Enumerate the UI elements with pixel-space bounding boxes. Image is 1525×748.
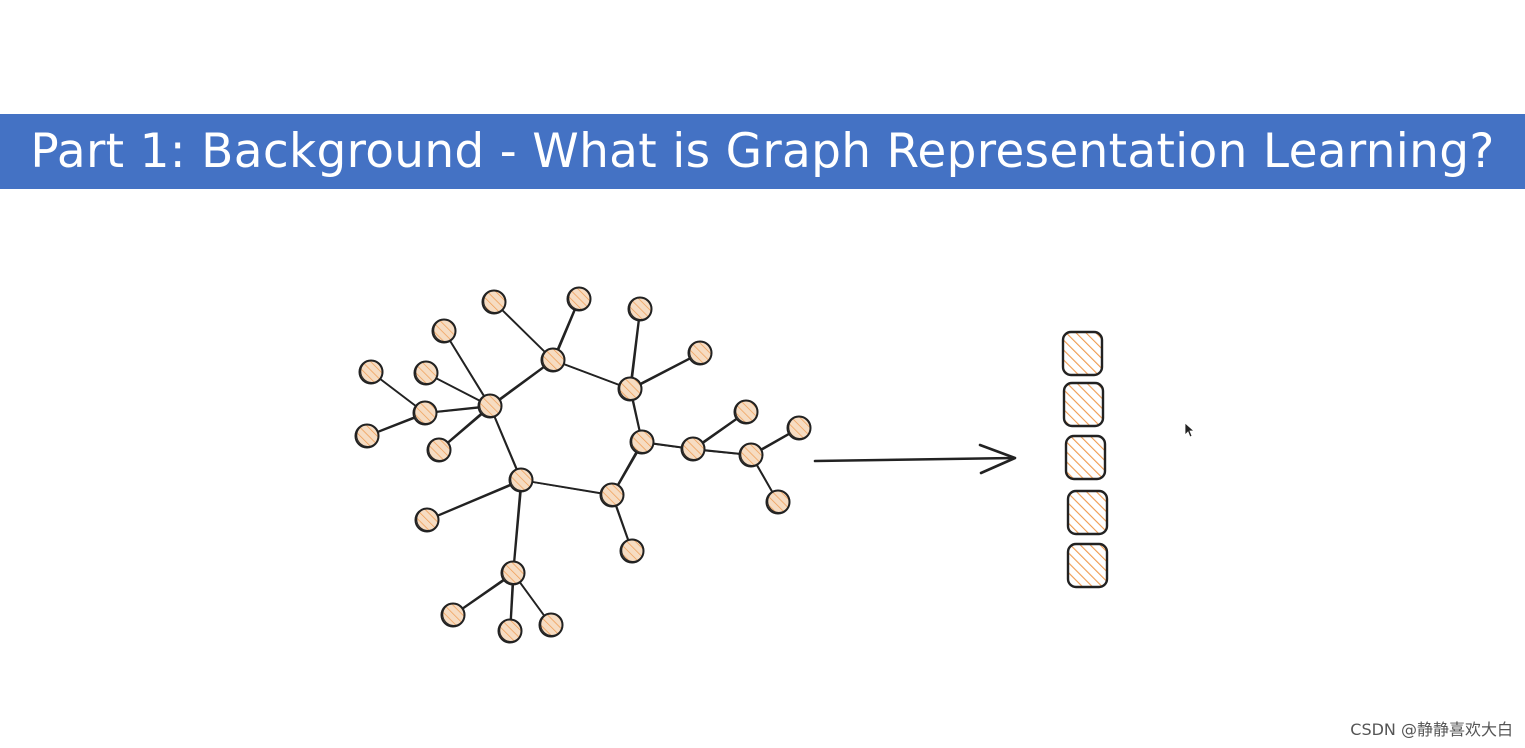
graph-node-outline [689, 340, 713, 364]
graph-edge [512, 479, 522, 574]
graph-node-outline [631, 429, 655, 453]
graph-edge [426, 479, 522, 521]
graph-node-outline [542, 347, 566, 371]
graph-node-outline [479, 393, 503, 417]
title-bar: Part 1: Background - What is Graph Repre… [0, 114, 1525, 189]
embedding-cell [1061, 330, 1104, 377]
right-arrow-icon [813, 443, 1017, 475]
graph-node-outline [428, 437, 452, 461]
graph-node-outline [356, 423, 380, 447]
graph-node-outline [510, 467, 534, 491]
graph-node-outline [629, 296, 653, 320]
embedding-cell [1066, 542, 1109, 589]
graph-node-outline [740, 442, 764, 466]
embedding-cell [1064, 434, 1107, 481]
graph-node-outline [682, 436, 706, 460]
graph-node-outline [499, 618, 523, 642]
graph-node-outline [360, 359, 384, 383]
graph-edge [521, 479, 614, 497]
graph-node-outline [483, 289, 507, 313]
embedding-cell [1062, 381, 1105, 428]
graph-node-outline [568, 286, 592, 310]
watermark: CSDN @静静喜欢大白 [1350, 720, 1513, 739]
graph-edges [366, 298, 801, 633]
slide-title: Part 1: Background - What is Graph Repre… [30, 124, 1495, 179]
graph-node-outline [416, 507, 440, 531]
graph-edge [630, 308, 642, 391]
graph-node-outline [414, 400, 438, 424]
graph-edge [513, 480, 523, 575]
graph-node-outline [540, 612, 564, 636]
graph-nodes [354, 286, 812, 644]
graph-edge [489, 359, 554, 407]
graph-node-outline [735, 399, 759, 423]
graph-edge [553, 360, 632, 391]
graph-edge [427, 480, 523, 522]
graph-edge [629, 308, 641, 390]
graph-node-outline [619, 376, 643, 400]
graph-node-outline [788, 415, 812, 439]
graph-node-outline [621, 538, 645, 562]
graph-node-outline [442, 602, 466, 626]
graph-node-outline [601, 482, 625, 506]
graph-node-outline [415, 360, 439, 384]
graph-edge [630, 352, 702, 391]
embedding-cell [1066, 489, 1109, 536]
graph-node-outline [433, 318, 457, 342]
graph-edge [444, 330, 492, 408]
embedding-vector [1061, 330, 1109, 589]
graph-edge [629, 352, 701, 390]
graph-edge [490, 359, 555, 408]
graph-node-outline [502, 560, 526, 584]
mouse-pointer-icon [1184, 422, 1196, 438]
graph-node-outline [767, 489, 791, 513]
